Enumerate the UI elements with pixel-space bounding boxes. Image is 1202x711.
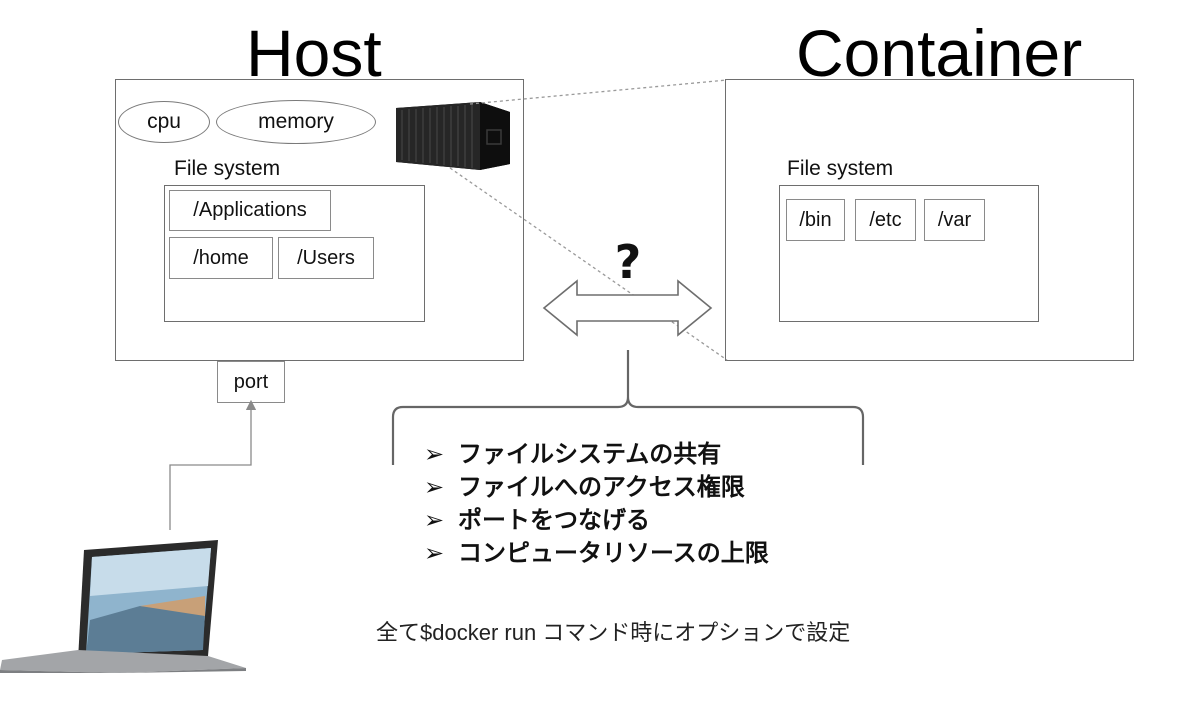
arrow-bullet-icon: ➢ xyxy=(424,539,445,567)
memory-resource: memory xyxy=(216,100,376,144)
double-arrow-icon xyxy=(542,279,713,337)
list-item: ➢ファイルシステムの共有 xyxy=(424,438,769,471)
host-folder-users: /Users xyxy=(278,237,374,279)
cpu-resource: cpu xyxy=(118,101,210,143)
container-folder-var: /var xyxy=(924,199,985,241)
port-box: port xyxy=(217,361,285,403)
footer-note: 全て$docker run コマンド時にオプションで設定 xyxy=(376,620,851,645)
arrow-bullet-icon: ➢ xyxy=(424,440,445,468)
container-fs-label: File system xyxy=(787,157,894,180)
host-folder-home: /home xyxy=(169,237,273,279)
shipping-container-icon xyxy=(396,102,510,170)
zoom-line-bottom xyxy=(449,167,728,361)
zoom-line-top xyxy=(469,79,728,105)
arrow-bullet-icon: ➢ xyxy=(424,473,445,501)
curly-brace xyxy=(391,350,865,465)
arrow-bullet-icon: ➢ xyxy=(424,506,445,534)
host-title: Host xyxy=(246,16,382,90)
laptop-to-port-line xyxy=(169,399,257,530)
host-folder-applications: /Applications xyxy=(169,190,331,231)
container-folder-etc: /etc xyxy=(855,199,916,241)
list-item: ➢コンピュータリソースの上限 xyxy=(424,537,769,570)
host-fs-label: File system xyxy=(174,157,281,180)
container-title: Container xyxy=(796,16,1083,90)
options-list: ➢ファイルシステムの共有 ➢ファイルへのアクセス権限 ➢ポートをつなげる ➢コン… xyxy=(424,438,769,570)
question-mark: ? xyxy=(615,235,642,289)
list-item: ➢ファイルへのアクセス権限 xyxy=(424,471,769,504)
container-folder-bin: /bin xyxy=(786,199,845,241)
list-item: ➢ポートをつなげる xyxy=(424,504,769,537)
laptop-icon xyxy=(0,540,246,673)
